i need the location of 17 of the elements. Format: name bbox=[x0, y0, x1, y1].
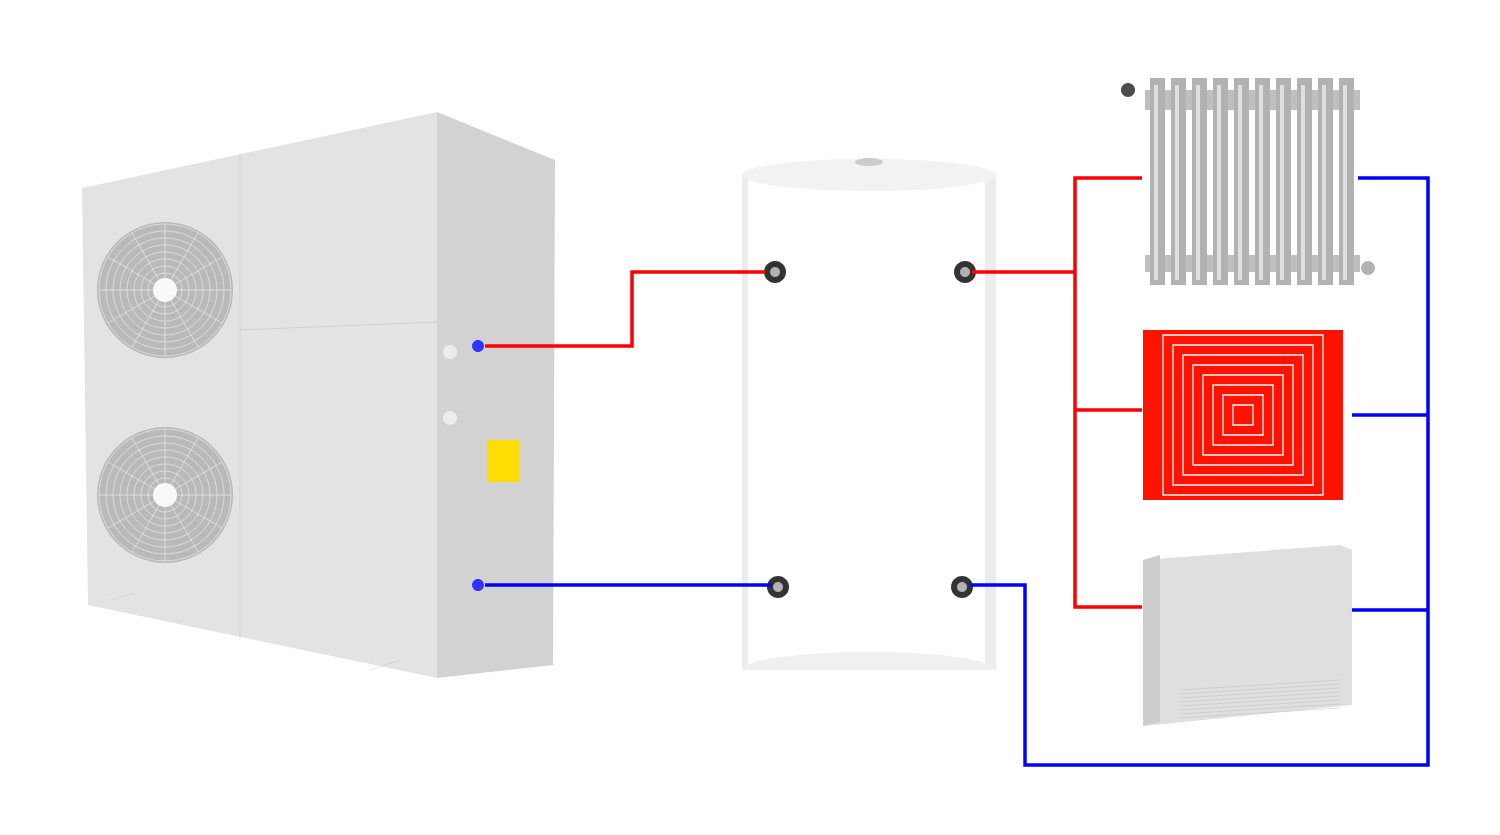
heat-pump-drawing bbox=[82, 112, 555, 678]
pipe bbox=[1358, 176, 1430, 415]
pipe bbox=[1073, 410, 1142, 609]
pipe bbox=[1352, 608, 1428, 612]
radiator-drawing bbox=[1121, 78, 1375, 285]
pipe bbox=[1352, 413, 1428, 417]
pipe bbox=[485, 583, 772, 587]
fan-coil-drawing bbox=[1143, 545, 1352, 726]
pipe bbox=[1073, 176, 1142, 272]
pipe bbox=[1426, 415, 1430, 610]
pipe bbox=[1073, 272, 1077, 410]
pipe bbox=[485, 270, 765, 348]
pipe bbox=[972, 270, 1075, 274]
pipe bbox=[1075, 408, 1142, 412]
pipe bbox=[970, 583, 1430, 767]
water-tank-drawing bbox=[742, 158, 996, 670]
floor-heating-drawing bbox=[1143, 330, 1343, 500]
